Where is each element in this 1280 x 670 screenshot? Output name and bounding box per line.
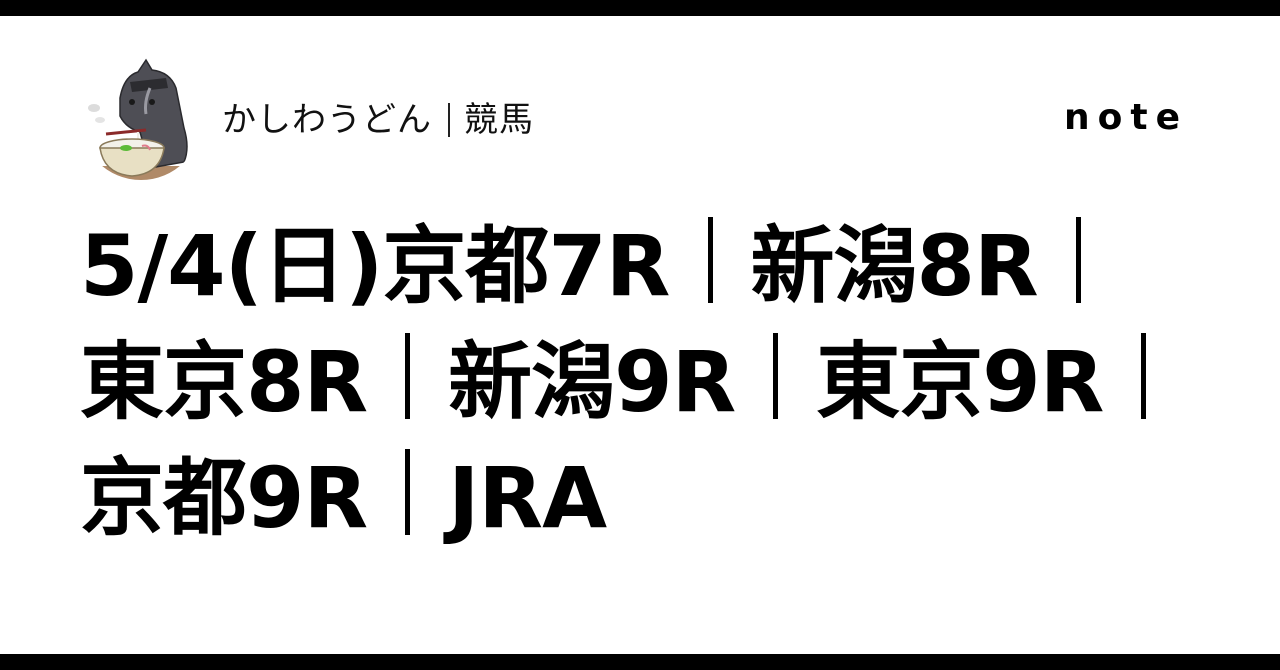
byline-separator (448, 103, 450, 137)
note-logo[interactable]: note (1064, 97, 1188, 138)
title-separator (773, 333, 779, 419)
title-segment: JRA (448, 449, 607, 547)
title-segment: 新潟8R (750, 217, 1039, 315)
bottom-frame-bar (0, 654, 1280, 670)
category-label: 競馬 (464, 100, 534, 140)
author-name[interactable]: かしわうどん (222, 100, 432, 140)
title-segment: 東京8R (80, 333, 368, 431)
title-line-3: 京都9R JRA (80, 440, 1220, 556)
author-byline: かしわうどん競馬 (222, 98, 534, 142)
horse-udon-avatar-icon (80, 58, 202, 180)
title-segment: 新潟9R (448, 333, 736, 431)
title-segment: 東京9R (816, 333, 1104, 431)
title-separator (405, 333, 411, 419)
article-title: 5/4(日)京都7R 新潟8R 東京8R 新潟9R 東京9R 京都9R JRA (80, 208, 1220, 556)
title-line-2: 東京8R 新潟9R 東京9R (80, 324, 1220, 440)
title-separator (405, 449, 411, 535)
title-segment: 京都9R (80, 449, 368, 547)
title-separator (1075, 217, 1081, 303)
title-separator (1141, 333, 1147, 419)
title-segment: 5/4(日)京都7R (80, 217, 670, 315)
title-line-1: 5/4(日)京都7R 新潟8R (80, 208, 1220, 324)
title-separator (707, 217, 713, 303)
top-frame-bar (0, 0, 1280, 16)
header: かしわうどん競馬 note (80, 58, 1200, 182)
author-avatar[interactable] (80, 58, 202, 180)
